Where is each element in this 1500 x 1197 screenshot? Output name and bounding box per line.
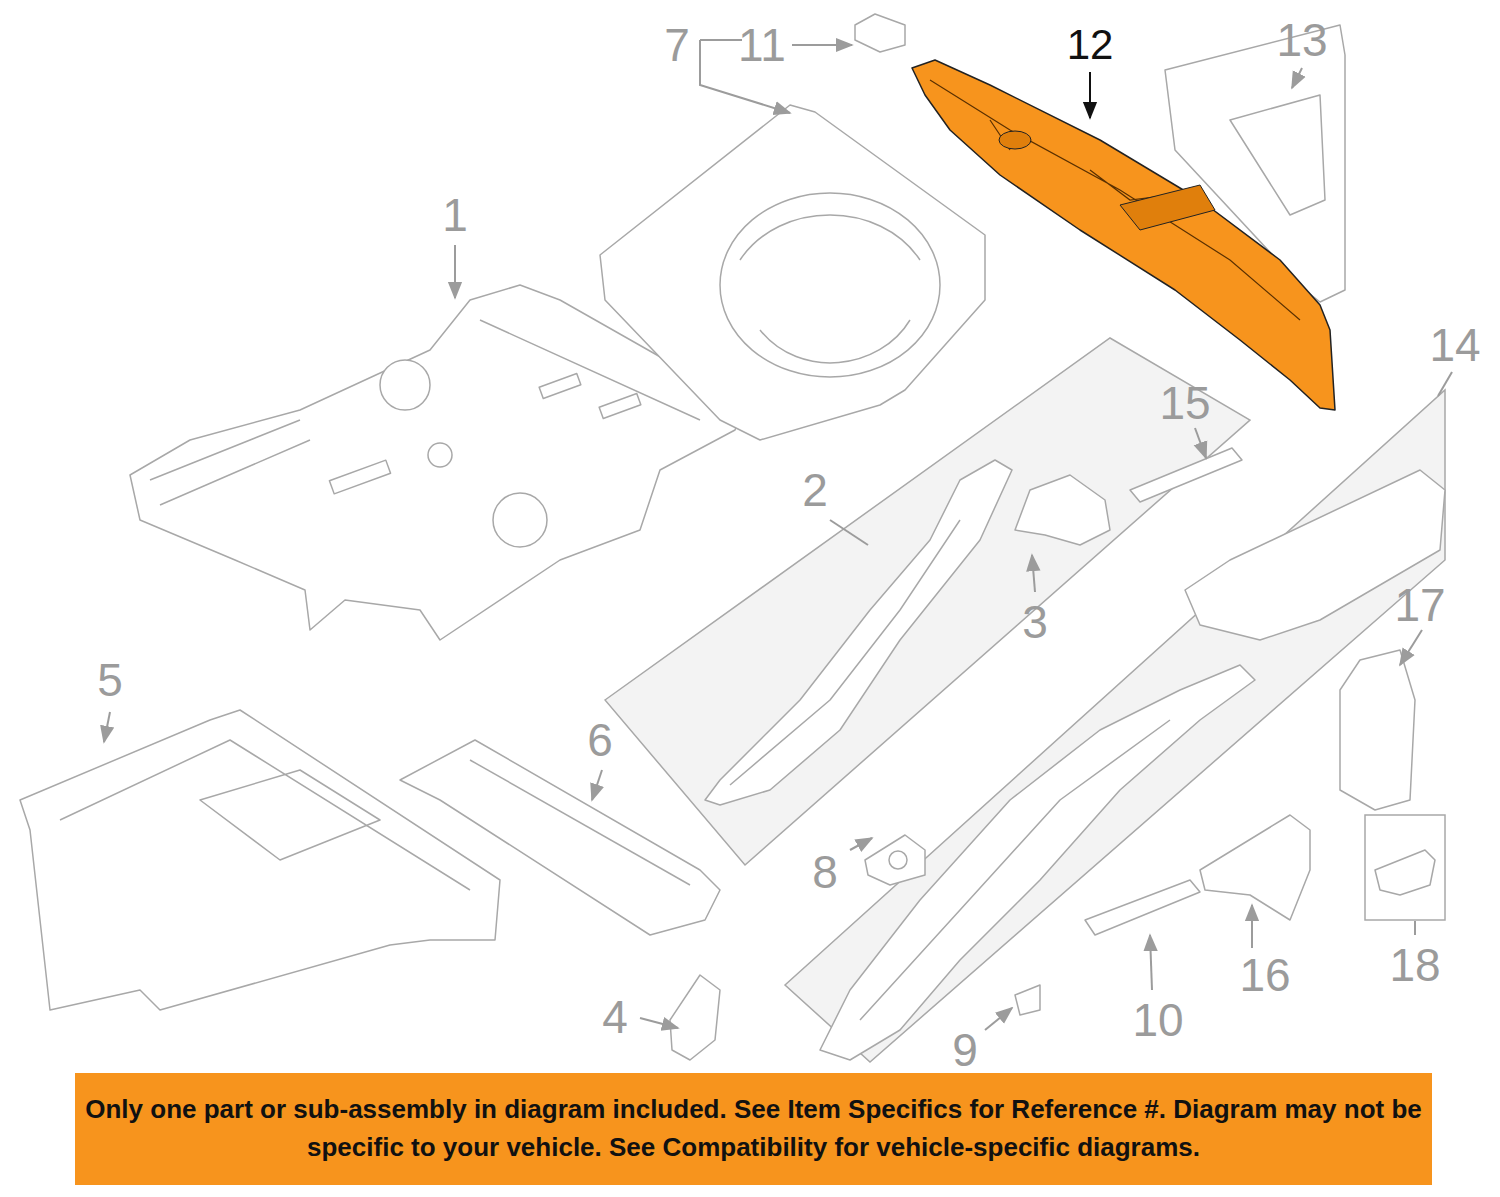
callout-number: 15 (1159, 380, 1210, 426)
part-outline (1340, 650, 1415, 810)
group-panel (785, 390, 1445, 1062)
leader-line (1251, 905, 1253, 948)
callout-number: 4 (602, 994, 628, 1040)
callout-number: 11 (738, 22, 786, 68)
part-outline (740, 215, 920, 363)
leader-line (985, 1008, 1012, 1030)
highlighted-part (1120, 185, 1215, 230)
highlighted-part (912, 60, 1335, 410)
part-outline (539, 374, 581, 399)
part-outline (470, 760, 690, 885)
leader-line (1150, 935, 1152, 990)
leader-line (1032, 555, 1035, 592)
callout-number: 8 (812, 849, 838, 895)
callout-number: 2 (802, 467, 828, 513)
notice-banner: Only one part or sub-assembly in diagram… (75, 1073, 1432, 1185)
callout-number: 10 (1132, 997, 1183, 1043)
part-outline (1375, 850, 1435, 895)
callout-number: 17 (1394, 582, 1445, 628)
part-outline (1015, 475, 1110, 545)
part-outline (1130, 448, 1242, 502)
part-outline (20, 710, 500, 1010)
part-outline (60, 740, 470, 890)
highlighted-part (930, 80, 1300, 320)
part-outline (599, 394, 641, 419)
leader-line (850, 838, 872, 850)
part-outline (889, 851, 907, 869)
leader-line (1195, 428, 1206, 458)
part-outline (1185, 470, 1445, 640)
callout-number: 5 (97, 657, 123, 703)
part-outline (720, 193, 940, 377)
leader-line (792, 44, 852, 46)
part-outline (493, 493, 547, 547)
group-panel (1365, 815, 1445, 920)
part-outline (705, 460, 1012, 805)
part-outline (730, 520, 960, 785)
callout-number: 14 (1429, 322, 1480, 368)
leader-line (1292, 68, 1302, 88)
callout-number: 12 (1067, 24, 1114, 66)
group-panel (605, 338, 1445, 1062)
part-outline (400, 740, 720, 935)
part-outline (855, 14, 905, 52)
part-outline (1015, 985, 1040, 1015)
part-outline (865, 835, 925, 885)
leader-line (1400, 630, 1422, 665)
part-outline (1230, 95, 1325, 215)
callout-number: 6 (587, 717, 613, 763)
leader-line (454, 245, 456, 298)
leader-line (1414, 921, 1416, 935)
callout-number: 9 (952, 1027, 978, 1073)
callout-number: 18 (1389, 942, 1440, 988)
leader-line (830, 520, 868, 545)
part-outline (150, 320, 700, 505)
highlighted-part (912, 60, 1335, 410)
part-outline (1085, 880, 1200, 935)
callout-number: 16 (1239, 952, 1290, 998)
leader-line (104, 40, 1452, 1030)
part-outline (670, 975, 720, 1060)
leader-line (1438, 372, 1452, 396)
leader-line (104, 712, 110, 742)
callout-number: 13 (1276, 17, 1327, 63)
leader-line (592, 770, 602, 800)
part-outline (20, 14, 1445, 1060)
leader-line (640, 1018, 678, 1028)
part-outline (329, 460, 390, 494)
highlighted-part (999, 131, 1031, 149)
part-outline (428, 443, 452, 467)
part-outline (860, 720, 1170, 1020)
part-outline (1200, 815, 1310, 920)
notice-text: Only one part or sub-assembly in diagram… (85, 1091, 1422, 1166)
callout-number: 3 (1022, 599, 1048, 645)
part-outline (820, 665, 1255, 1060)
part-outline (600, 105, 985, 440)
part-outline (380, 360, 430, 410)
leader-line (1089, 72, 1091, 118)
callout-number: 7 (664, 22, 690, 68)
callout-number: 1 (442, 192, 468, 238)
